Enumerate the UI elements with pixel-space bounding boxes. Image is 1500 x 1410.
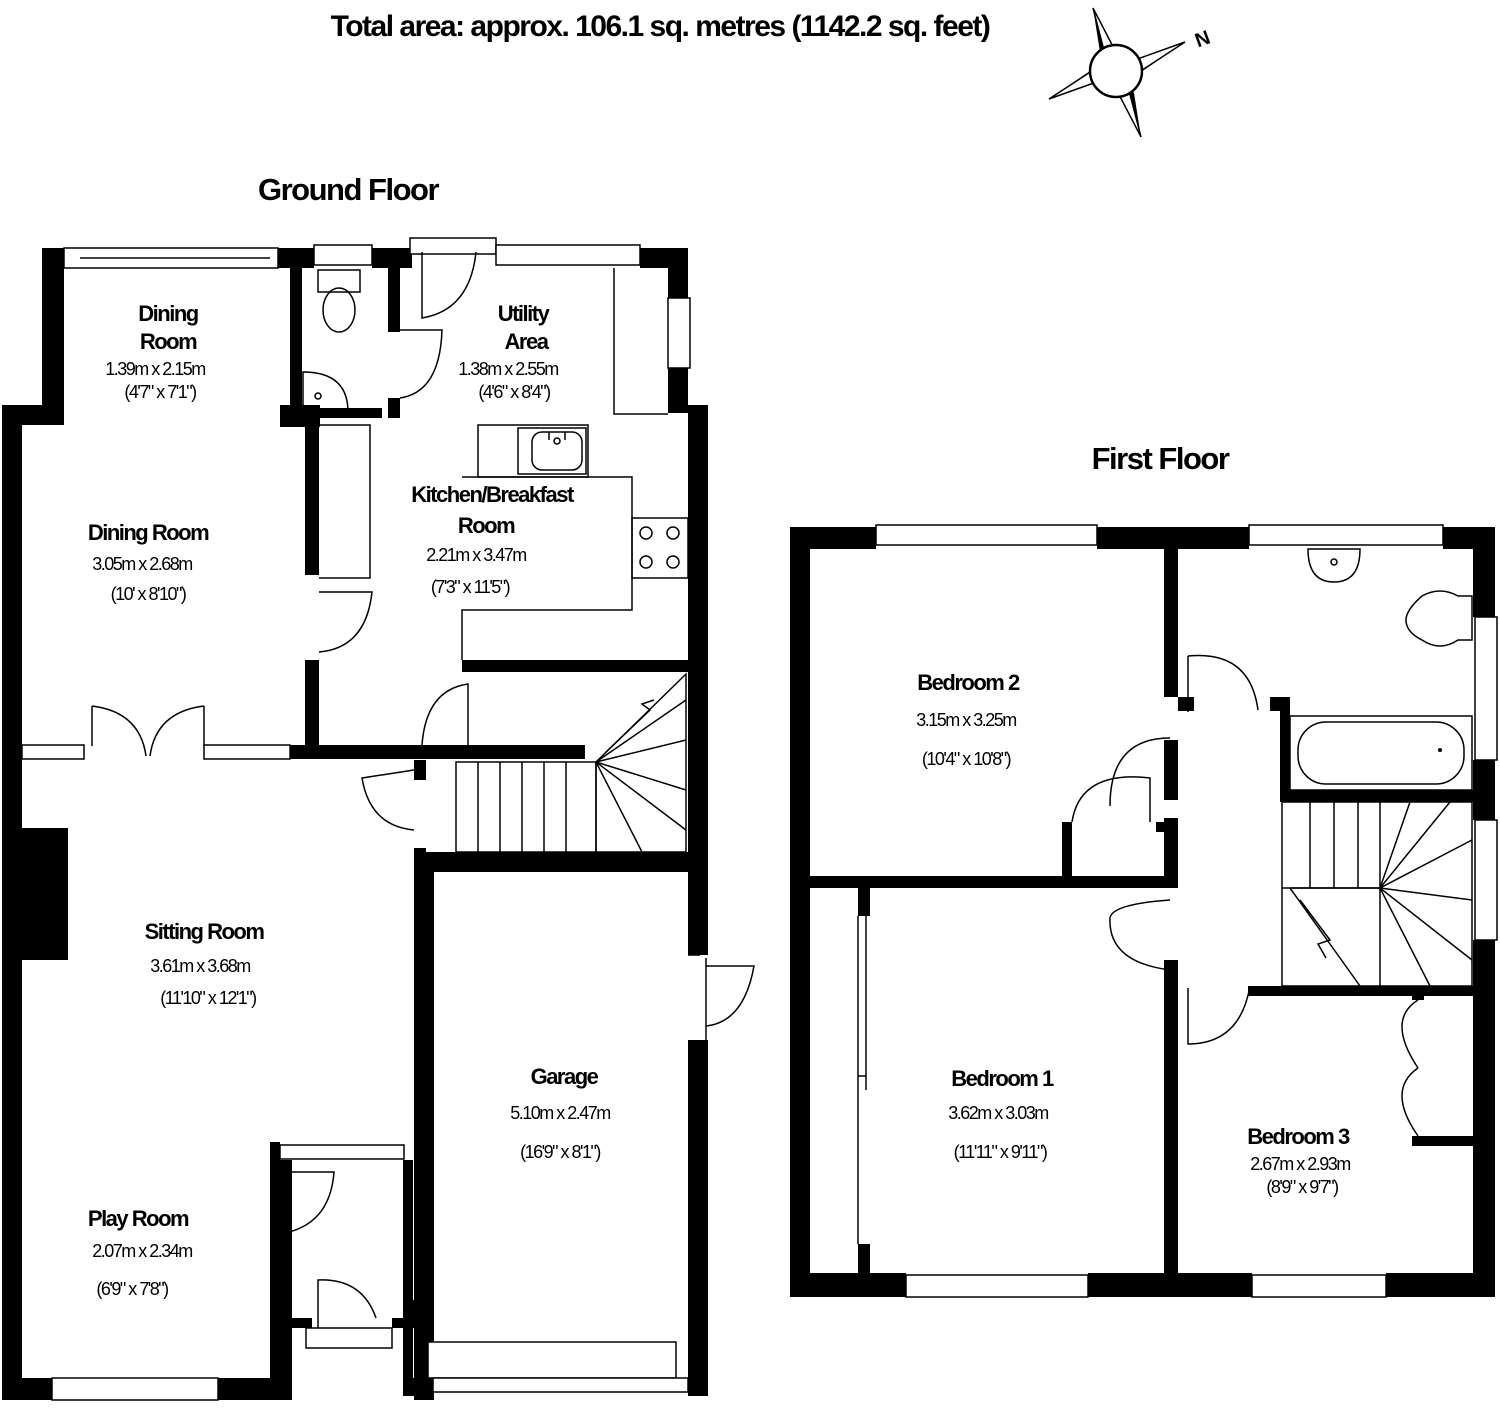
kitchen-name-2: Room (458, 513, 515, 538)
utility-imperial: (4'6" x 8'4") (478, 382, 550, 402)
dining-room-metric: 3.05m x 2.68m (92, 554, 192, 574)
sitting-room-metric: 3.61m x 3.68m (150, 956, 250, 976)
bedroom2-imperial: (10'4" x 10'8") (922, 749, 1011, 769)
kitchen-imperial: (7'3" x 11'5") (431, 577, 510, 597)
dining-room-name: Dining Room (88, 520, 209, 545)
garage-imperial: (16'9" x 8'1") (520, 1142, 600, 1162)
first-floor-fixtures (857, 548, 1473, 1244)
utility-metric: 1.38m x 2.55m (458, 359, 558, 379)
bedroom3-name: Bedroom 3 (1247, 1124, 1350, 1149)
sitting-room-name: Sitting Room (145, 919, 265, 944)
first-floor-stairs (1281, 801, 1473, 987)
bedroom2-metric: 3.15m x 3.25m (916, 710, 1016, 730)
dining-small-metric: 1.39m x 2.15m (105, 359, 205, 379)
bedroom3-metric: 2.67m x 2.93m (1250, 1154, 1350, 1174)
play-room-imperial: (6'9" x 7'8") (96, 1279, 168, 1299)
compass-icon: N (1048, 7, 1213, 138)
north-label: N (1192, 27, 1213, 52)
play-room-metric: 2.07m x 2.34m (92, 1241, 192, 1261)
bedroom1-name: Bedroom 1 (951, 1066, 1054, 1091)
dining-small-name-1: Dining (138, 301, 197, 326)
play-room-name: Play Room (88, 1206, 189, 1231)
bedroom3-imperial: (8'9" x 9'7") (1266, 1177, 1338, 1197)
ground-floor-doors (91, 251, 755, 1328)
kitchen-metric: 2.21m x 3.47m (426, 545, 526, 565)
bedroom1-imperial: (11'11" x 9'11") (954, 1142, 1047, 1162)
bedroom2-name: Bedroom 2 (917, 670, 1020, 695)
ground-floor-stairs (455, 672, 687, 853)
kitchen-name-1: Kitchen/Breakfast (411, 482, 575, 507)
garage-name: Garage (531, 1064, 599, 1089)
total-area-label: Total area: approx. 106.1 sq. metres (11… (331, 10, 990, 43)
first-floor-windows (875, 524, 1498, 1298)
ground-floor-fixtures (302, 268, 700, 956)
utility-name-1: Utility (498, 301, 551, 326)
ground-floor-windows (21, 237, 691, 1401)
dining-small-name-2: Room (140, 329, 197, 354)
ground-floor-title: Ground Floor (258, 172, 439, 207)
garage-metric: 5.10m x 2.47m (510, 1103, 610, 1123)
sitting-room-imperial: (11'10" x 12'1") (160, 988, 256, 1008)
dining-room-imperial: (10' x 8'10") (111, 584, 186, 604)
ground-floor-walls (2, 248, 708, 1400)
first-floor-walls (790, 527, 1495, 1297)
dining-small-imperial: (4'7" x 7'1") (124, 382, 196, 402)
first-floor-title: First Floor (1092, 441, 1230, 476)
utility-name-2: Area (505, 329, 550, 354)
bedroom1-metric: 3.62m x 3.03m (948, 1103, 1048, 1123)
first-floor-doors (1071, 654, 1259, 1045)
